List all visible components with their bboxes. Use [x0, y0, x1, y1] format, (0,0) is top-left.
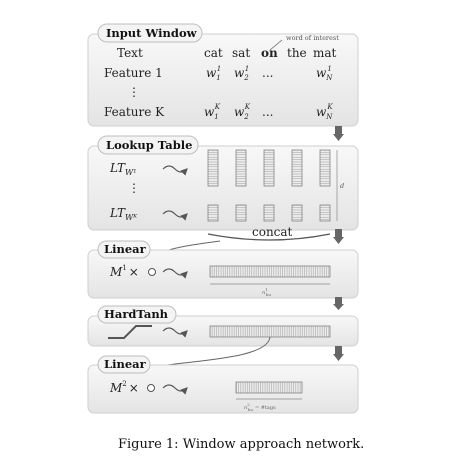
lt-w1-label: LTW¹	[109, 161, 136, 177]
squiggle-arrow-icon	[162, 210, 188, 221]
m1-operator: M1×	[109, 264, 139, 279]
svg-text:w11: w11	[206, 65, 221, 82]
hardtanh-title: HardTanh	[104, 307, 169, 321]
input-window-panel: Input Window word of interest Text cat s…	[87, 23, 359, 127]
token-the: the	[287, 46, 307, 60]
squiggle-arrow-icon	[162, 327, 188, 338]
squiggle-arrow-icon	[162, 268, 188, 279]
hardtanh-panel: HardTanh	[87, 305, 359, 347]
annotation-pointer	[269, 39, 283, 51]
hidden-layer-1-bar	[209, 265, 331, 278]
lookup-table-panel: Lookup Table LTW¹ ⋮ LTWᴷ d concat	[87, 135, 359, 241]
word-of-interest-label: word of interest	[286, 34, 339, 42]
squiggle-arrow-icon	[162, 165, 188, 176]
dimension-d-label: d	[340, 182, 344, 190]
feature-k-tokens: w1K w2K ... wNK	[204, 103, 333, 121]
svg-text:...: ...	[262, 66, 273, 80]
linear-1-title: Linear	[104, 242, 147, 256]
squiggle-arrow-icon	[162, 384, 188, 395]
figure-caption: Figure 1: Window approach network.	[118, 437, 364, 452]
svg-text:wN1: wN1	[316, 65, 333, 82]
token-on: on	[261, 46, 278, 60]
lookup-table-title: Lookup Table	[106, 138, 192, 152]
down-arrow-icon	[333, 126, 344, 141]
hardtanh-curve-icon	[108, 325, 152, 339]
embedding-columns-bottom	[207, 204, 331, 222]
text-row-label: Text	[117, 46, 143, 60]
svg-text:w2K: w2K	[234, 103, 251, 121]
feature-dots: ⋮	[128, 85, 140, 99]
token-sat: sat	[232, 46, 250, 60]
linear-2-title: Linear	[104, 357, 147, 371]
token-mat: mat	[313, 46, 337, 60]
svg-text:...: ...	[262, 105, 273, 119]
svg-text:w1K: w1K	[204, 103, 221, 121]
m2-operator: M2×	[109, 380, 139, 395]
embedding-columns-top	[207, 149, 331, 187]
output-layer-bar	[235, 381, 303, 394]
multiply-node-icon	[147, 384, 155, 392]
svg-text:w21: w21	[234, 65, 249, 82]
token-cat: cat	[204, 46, 223, 60]
lookup-dots: ⋮	[128, 181, 140, 195]
down-arrow-icon	[333, 297, 344, 310]
feature-1-tokens: w11 w21 ... wN1	[206, 65, 333, 82]
input-window-title: Input Window	[106, 26, 198, 40]
svg-text:wNK: wNK	[316, 103, 333, 121]
hidden-layer-2-bar	[209, 325, 331, 338]
multiply-node-icon	[148, 268, 156, 276]
feature-1-label: Feature 1	[104, 66, 163, 80]
concat-label: concat	[252, 225, 293, 239]
concat-brace	[207, 233, 331, 241]
feature-k-label: Feature K	[104, 105, 165, 119]
down-arrow-icon	[333, 229, 344, 244]
lt-wk-label: LTWᴷ	[109, 206, 138, 222]
down-arrow-icon	[333, 346, 344, 361]
